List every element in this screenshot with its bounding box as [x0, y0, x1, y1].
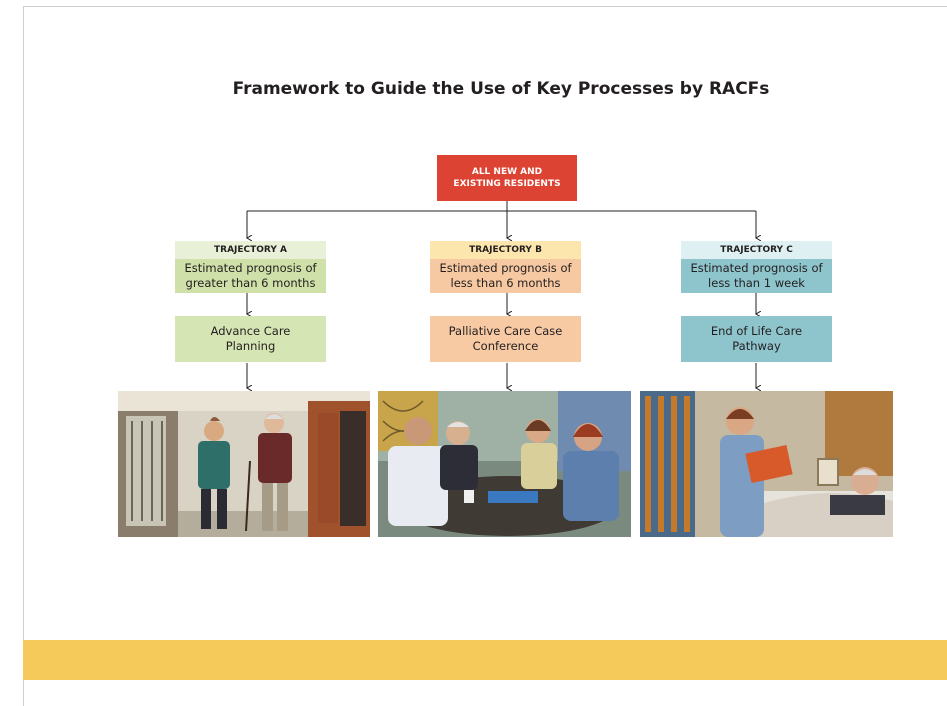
diagram-title: Framework to Guide the Use of Key Proces…: [232, 79, 770, 99]
trajectory-b-prognosis-line2: less than 6 months: [450, 276, 561, 290]
trajectory-c-header: TRAJECTORY C: [681, 241, 832, 259]
trajectory-a-header: TRAJECTORY A: [175, 241, 326, 259]
footer-band: [23, 640, 947, 680]
trajectory-c-prognosis: Estimated prognosis of less than 1 week: [681, 259, 832, 293]
process-c-line1: End of Life Care: [710, 324, 803, 338]
process-a-line2: Planning: [225, 339, 276, 353]
trajectory-c-prognosis-line1: Estimated prognosis of: [690, 261, 823, 275]
root-node-line2: EXISTING RESIDENTS: [453, 179, 561, 189]
process-c-line2: Pathway: [732, 339, 781, 353]
trajectory-b-prognosis-line1: Estimated prognosis of: [439, 261, 572, 275]
photo-walking-corridor: [118, 391, 370, 537]
process-b-line1: Palliative Care Case: [448, 324, 563, 338]
trajectory-a-prognosis-line2: greater than 6 months: [185, 276, 316, 290]
process-advance-care-planning: Advance Care Planning: [175, 316, 326, 362]
trajectory-c-prognosis-line2: less than 1 week: [708, 276, 805, 290]
root-node-line1: ALL NEW AND: [471, 167, 543, 177]
root-node-all-residents: ALL NEW AND EXISTING RESIDENTS: [437, 155, 577, 201]
connector-lines: [0, 201, 947, 680]
process-a-line1: Advance Care: [210, 324, 291, 338]
process-b-line2: Conference: [472, 339, 539, 353]
process-palliative-care-case-conference: Palliative Care Case Conference: [430, 316, 581, 362]
page-frame: [23, 6, 947, 706]
process-end-of-life-care-pathway: End of Life Care Pathway: [681, 316, 832, 362]
trajectory-b-header: TRAJECTORY B: [430, 241, 581, 259]
photo-bedside-care: [640, 391, 893, 537]
photo-case-conference: [378, 391, 631, 537]
trajectory-a-prognosis-line1: Estimated prognosis of: [184, 261, 317, 275]
trajectory-a-prognosis: Estimated prognosis of greater than 6 mo…: [175, 259, 326, 293]
trajectory-b-prognosis: Estimated prognosis of less than 6 month…: [430, 259, 581, 293]
